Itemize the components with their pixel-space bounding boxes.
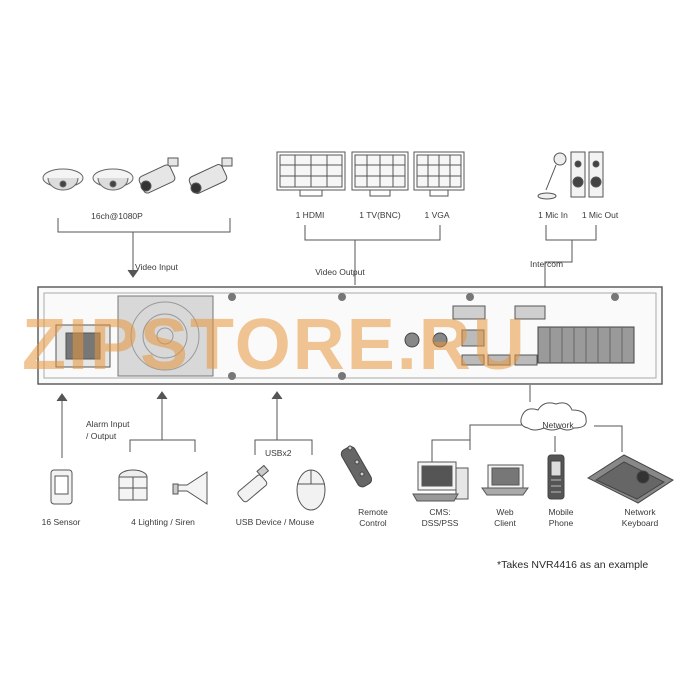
monitor-bracket-line — [304, 225, 441, 241]
alarm-terminal-block — [537, 326, 635, 364]
mouse-icon — [296, 469, 326, 511]
network-left-line — [469, 424, 525, 450]
tv-bnc-label: 1 TV(BNC) — [359, 210, 401, 220]
alarm-bracket-line — [129, 439, 196, 452]
mic-out-label: 1 Mic Out — [581, 210, 619, 220]
vga-port — [452, 305, 486, 320]
hdmi-label: 1 HDMI — [295, 210, 325, 220]
ventilation-grille — [117, 295, 214, 377]
dome-camera-icon — [92, 168, 134, 191]
hdmi-monitor-icon — [276, 151, 346, 197]
network-keyboard-label-line2: Keyboard — [621, 518, 659, 528]
network-right-line — [594, 425, 623, 452]
cms-label-line1: CMS: — [429, 507, 451, 517]
lighting-siren-label: 4 Lighting / Siren — [131, 517, 195, 527]
web-client-label-line1: Web — [496, 507, 514, 517]
panel-screw — [228, 293, 619, 380]
bullet-camera-icon — [138, 157, 179, 194]
power-socket — [55, 324, 111, 368]
sensor-icon — [50, 469, 73, 505]
rs232-port — [514, 305, 546, 320]
video-output-label: Video Output — [315, 267, 365, 277]
network-cloud-icon — [520, 402, 587, 431]
network-keyboard-label-line1: Network — [624, 507, 656, 517]
usb-device-mouse-label: USB Device / Mouse — [235, 517, 315, 527]
usb-x2-label: USBx2 — [265, 448, 292, 458]
intercom-bracket-line — [545, 225, 597, 241]
mobile-phone-label-line1: Mobile — [548, 507, 574, 517]
laptop-icon — [481, 464, 529, 496]
web-client-label-line2: Client — [494, 518, 516, 528]
siren-icon — [172, 471, 208, 505]
nvr-rear-panel — [37, 286, 663, 385]
intercom-label: Intercom — [530, 259, 564, 269]
usb-arrow — [271, 391, 283, 400]
bullet-camera-icon — [188, 157, 233, 194]
dome-camera-icon — [42, 168, 84, 191]
remote-control-label-line1: Remote — [358, 507, 388, 517]
alarm-arrow — [156, 391, 168, 400]
intercom-line — [544, 240, 573, 290]
camera-bracket-line — [57, 218, 231, 233]
fan-icon — [130, 301, 200, 371]
alarm-io-label-line2: / Output — [86, 431, 117, 441]
mobile-phone-icon — [547, 454, 565, 500]
sensor-arrow — [56, 393, 68, 402]
network-label: Network — [542, 420, 574, 430]
lan-usb-hdmi-ports — [461, 329, 538, 366]
cms-label-line2: DSS/PSS — [421, 518, 459, 528]
tv-monitor-icon — [351, 151, 409, 197]
usb-bracket-line — [254, 439, 313, 455]
video-input-label: Video Input — [135, 262, 178, 272]
alarm-io-label-line1: Alarm Input — [86, 419, 130, 429]
remote-control-label-line2: Control — [359, 518, 387, 528]
speaker-icon — [570, 151, 604, 198]
video-input-arrow — [127, 269, 139, 278]
sensor-label: 16 Sensor — [41, 517, 81, 527]
lighting-icon — [118, 469, 148, 501]
watermark: ZIPSTORE.RU — [22, 305, 527, 385]
footnote: *Takes NVR4416 as an example — [497, 559, 649, 571]
mic-in-label: 1 Mic In — [538, 210, 568, 220]
microphone-icon — [537, 152, 567, 200]
vga-monitor-icon — [413, 151, 465, 197]
usb-stick-icon — [237, 464, 270, 503]
bnc-ports — [404, 332, 448, 348]
mobile-phone-label-line2: Phone — [548, 518, 574, 528]
cameras-label: 16ch@1080P — [91, 211, 143, 221]
remote-control-icon — [340, 445, 373, 488]
network-keyboard-icon — [586, 454, 674, 504]
vga-label: 1 VGA — [424, 210, 450, 220]
desktop-computer-icon — [412, 461, 469, 502]
cms-branch-line — [431, 439, 470, 462]
